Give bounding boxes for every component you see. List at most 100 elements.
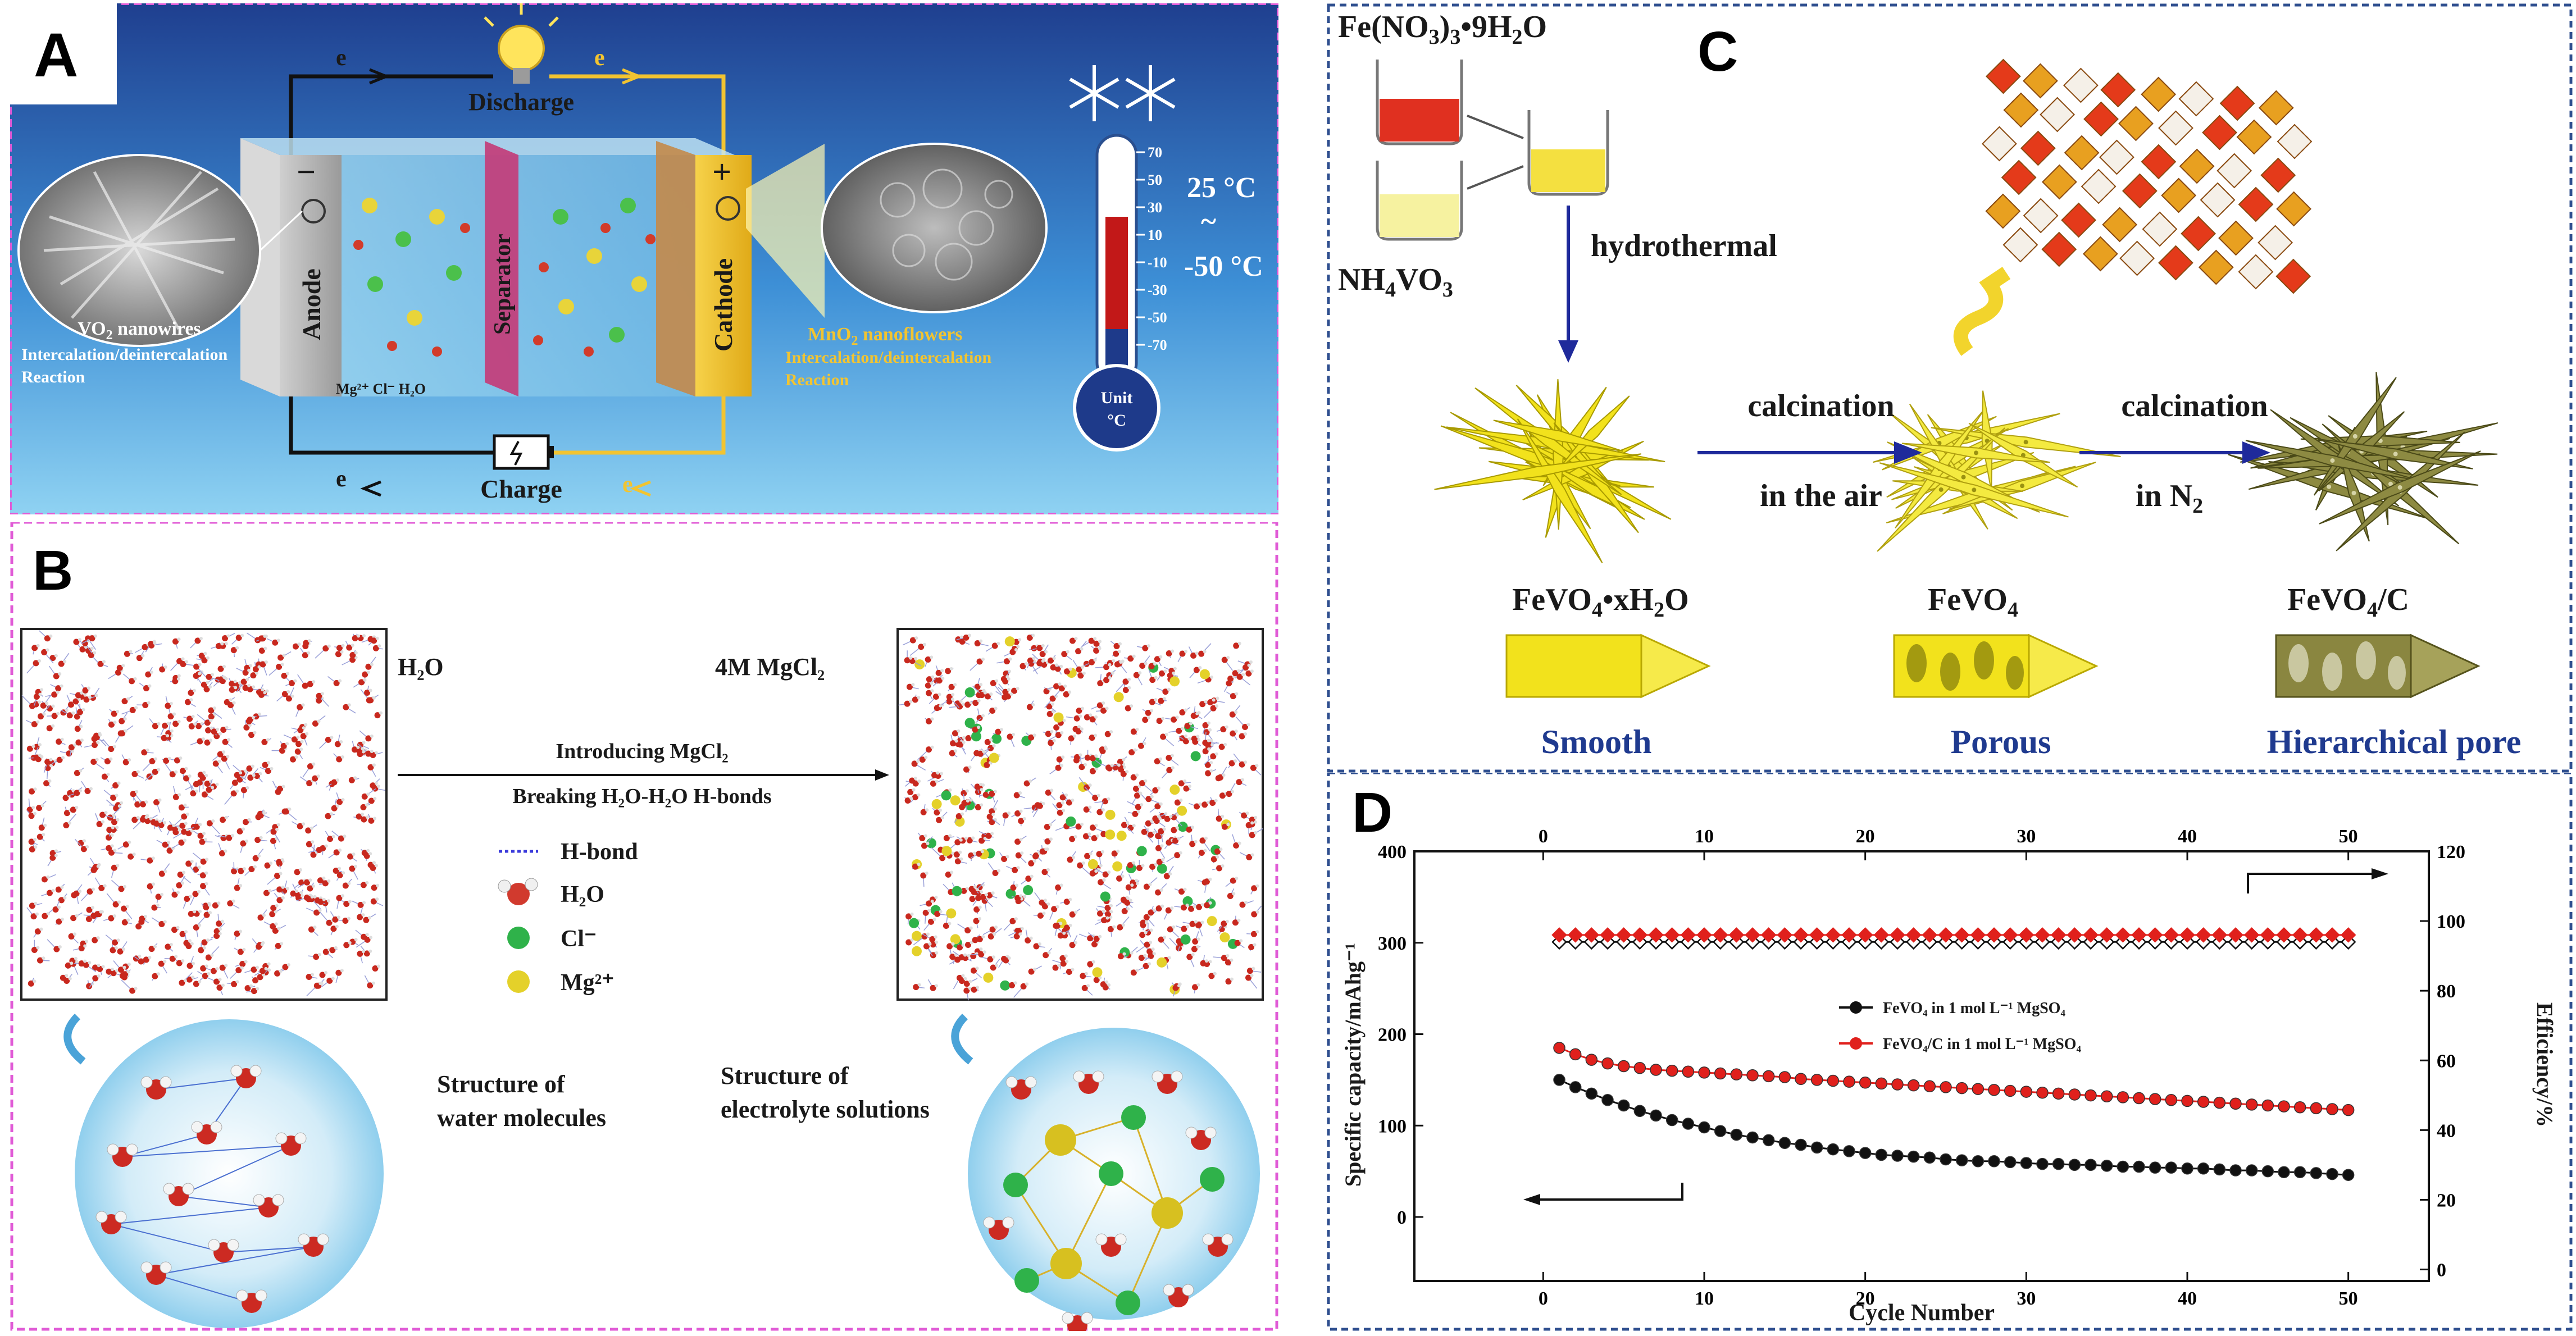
efficiency-point <box>1664 927 1680 943</box>
thermometer-unit: Unit <box>1101 389 1133 407</box>
hydrogen-dot <box>124 729 128 733</box>
hydrogen-dot <box>1250 973 1254 977</box>
hydrogen-dot <box>308 878 312 882</box>
thermometer-tick-label: 30 <box>1148 199 1162 216</box>
oxygen-dot <box>53 673 60 680</box>
oxygen-dot <box>930 941 936 948</box>
oxygen-dot <box>158 960 165 967</box>
oxygen-dot <box>272 639 279 646</box>
hydrogen-dot <box>199 636 203 640</box>
oxygen-dot <box>40 702 47 709</box>
ion-dot <box>914 659 925 670</box>
ion-dot <box>1092 967 1103 978</box>
oxygen-dot <box>1229 711 1236 718</box>
hbond-line <box>156 1274 252 1303</box>
oxygen-dot <box>905 939 912 946</box>
oxygen-dot <box>56 738 62 745</box>
oxygen-dot <box>1233 642 1240 649</box>
pore <box>1973 450 1978 455</box>
panel-a: A e e e e Discharge Charge Anode − Separ… <box>10 3 1278 514</box>
battery-icon <box>493 434 554 470</box>
hydrogen-dot <box>1231 790 1235 794</box>
hydrogen-dot <box>49 758 53 762</box>
oxygen-dot <box>343 942 350 949</box>
oxygen-dot <box>29 788 35 795</box>
hydrogen-dot <box>1196 735 1200 738</box>
oxygen-dot <box>213 978 220 985</box>
hydrogen-dot <box>79 769 83 773</box>
oxygen-dot <box>167 824 174 831</box>
hydrogen-dot <box>951 942 955 946</box>
oxygen-dot <box>1198 850 1205 856</box>
oxygen-dot <box>1216 865 1223 872</box>
capacity-point <box>2085 1089 2097 1102</box>
oxygen-dot <box>204 739 211 746</box>
hydrogen-dot <box>1058 682 1062 686</box>
thermometer-tick-label: -50 <box>1148 309 1167 326</box>
oxygen-dot <box>276 859 283 865</box>
hydrogen-dot <box>1178 851 1182 855</box>
hydrogen-dot <box>125 904 129 908</box>
hydrogen-dot <box>954 749 958 753</box>
hydrogen-dot <box>1044 650 1048 654</box>
oxygen-dot <box>302 652 308 659</box>
oxygen-dot <box>363 950 370 957</box>
hydrogen-dot <box>930 899 934 903</box>
oxygen-dot <box>1091 941 1098 947</box>
oxygen-dot <box>122 971 129 978</box>
hydrogen-dot <box>1145 921 1149 925</box>
oxygen-dot <box>1130 969 1137 976</box>
crystal-polyhedron <box>2141 144 2177 180</box>
hydrogen-dot <box>122 947 126 951</box>
oxygen-dot <box>1236 779 1243 786</box>
capacity-point <box>2245 1164 2258 1177</box>
hydrogen-dot <box>293 679 297 683</box>
hydrogen-dot <box>1033 968 1037 972</box>
oxygen-dot <box>931 772 938 778</box>
oxygen-dot <box>1132 785 1139 792</box>
oxygen-dot <box>1154 656 1160 663</box>
oxygen-dot <box>70 806 76 813</box>
hydrogen-dot <box>976 986 980 990</box>
hydrogen-dot <box>79 788 83 792</box>
hydrogen-dot <box>935 984 939 988</box>
oxygen-dot <box>237 949 244 955</box>
hydrogen-dot <box>1253 943 1257 947</box>
hydrogen-dot <box>160 892 164 896</box>
hydrogen-dot <box>1209 738 1213 742</box>
hydrogen-dot <box>1112 659 1116 663</box>
oxygen-dot <box>1127 655 1134 662</box>
hydrogen-dot <box>1148 882 1152 886</box>
oxygen-dot <box>276 663 283 670</box>
hydrogen-dot <box>1122 952 1126 956</box>
oxygen-dot <box>270 905 277 911</box>
oxygen-dot <box>1249 817 1255 823</box>
hydrogen-dot <box>935 951 939 955</box>
hydrogen-dot <box>1253 820 1257 824</box>
hydrogen-dot <box>192 961 195 965</box>
pore <box>2397 485 2402 490</box>
oxygen-dot <box>991 642 998 649</box>
hydrogen-dot <box>1208 877 1212 881</box>
capacity-point <box>2020 1157 2033 1169</box>
needle <box>1434 453 1641 490</box>
cl-legend-icon <box>507 927 530 949</box>
hydrogen-dot <box>181 959 185 963</box>
oxygen-dot <box>1221 955 1227 961</box>
chloride-ion <box>1003 1173 1028 1197</box>
oxygen-dot <box>1132 810 1139 817</box>
capacity-point <box>2229 1097 2242 1110</box>
oxygen-dot <box>161 735 167 741</box>
oxygen-dot <box>1014 895 1021 901</box>
hydrogen-dot <box>361 747 365 751</box>
cathode-side <box>656 141 695 396</box>
oxygen-dot <box>41 876 48 883</box>
magnesium-ion <box>1045 1124 1076 1156</box>
oxygen-dot <box>1089 824 1096 831</box>
oxygen-dot <box>934 910 941 917</box>
efficiency-point <box>1760 927 1777 943</box>
efficiency-point <box>1986 927 2002 943</box>
pore <box>2352 434 2357 439</box>
oxygen-dot <box>361 793 368 800</box>
hydrogen-dot <box>1149 928 1153 932</box>
